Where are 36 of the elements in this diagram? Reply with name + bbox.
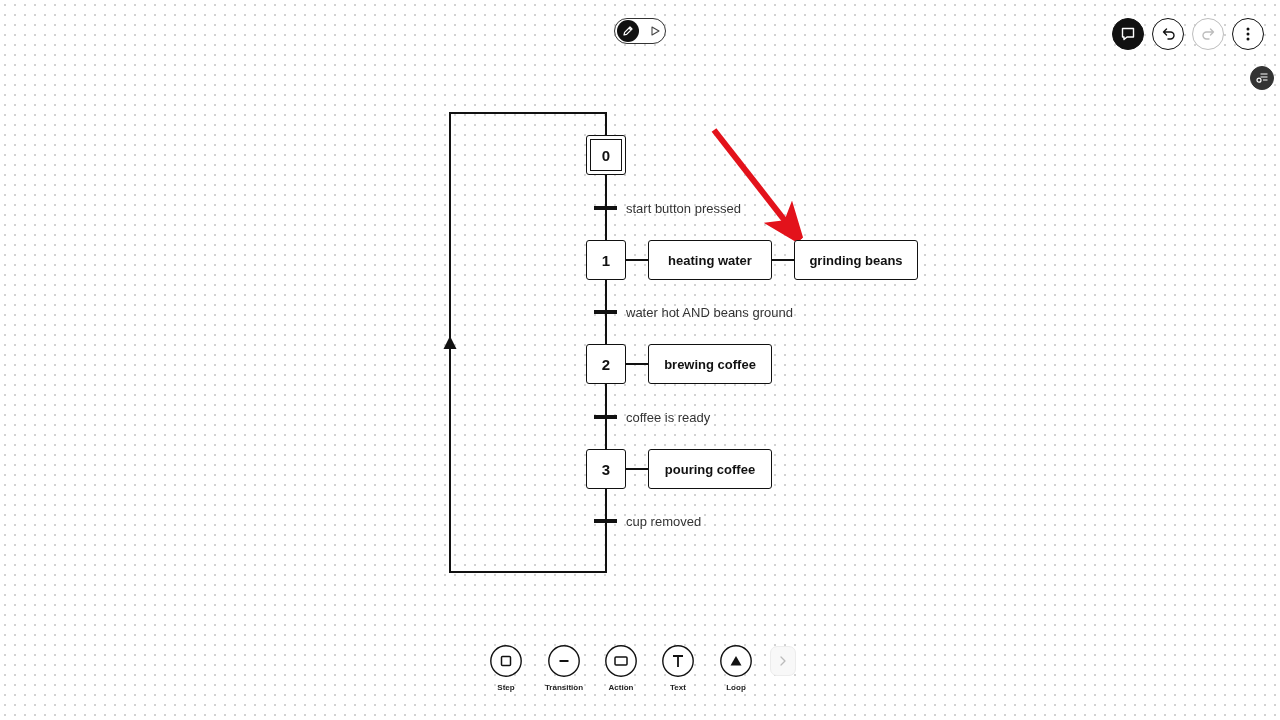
step-box <box>586 449 626 489</box>
connector-line <box>605 319 607 345</box>
transition-condition: coffee is ready <box>626 409 711 425</box>
step-number: 1 <box>601 251 611 269</box>
action-label: heating water <box>668 252 752 268</box>
step-box <box>586 240 626 280</box>
action-label: brewing coffee <box>664 356 756 372</box>
action-box <box>648 344 772 384</box>
connector-line <box>605 383 607 410</box>
tool-button: Transition <box>536 645 592 693</box>
action-box <box>648 449 772 489</box>
step-box <box>586 344 626 384</box>
connector-line <box>605 279 607 305</box>
connector-line <box>605 424 607 450</box>
action-box <box>648 240 772 280</box>
initial-step-box <box>586 135 626 175</box>
step-number: 2 <box>601 355 611 373</box>
action-label: grinding beans <box>809 252 903 268</box>
action-box <box>794 240 918 280</box>
connector-line <box>605 215 607 241</box>
connector-line <box>771 259 795 261</box>
transition-condition: water hot AND beans ground <box>626 304 793 320</box>
action-label: pouring coffee <box>664 461 756 477</box>
step-number: 0 <box>601 146 611 164</box>
transition-condition: cup removed <box>626 513 702 529</box>
connector-line <box>625 468 649 470</box>
tool-button: Action <box>593 645 649 693</box>
connector-line <box>605 174 607 201</box>
step-number: 3 <box>601 460 611 478</box>
tool-button: Text <box>650 645 706 693</box>
connector-line <box>625 259 649 261</box>
tool-button: Loop <box>708 645 764 693</box>
tool-button: Step <box>478 645 534 693</box>
connector-line <box>625 363 649 365</box>
connector-line <box>605 488 607 514</box>
transition-condition: start button pressed <box>626 200 741 216</box>
